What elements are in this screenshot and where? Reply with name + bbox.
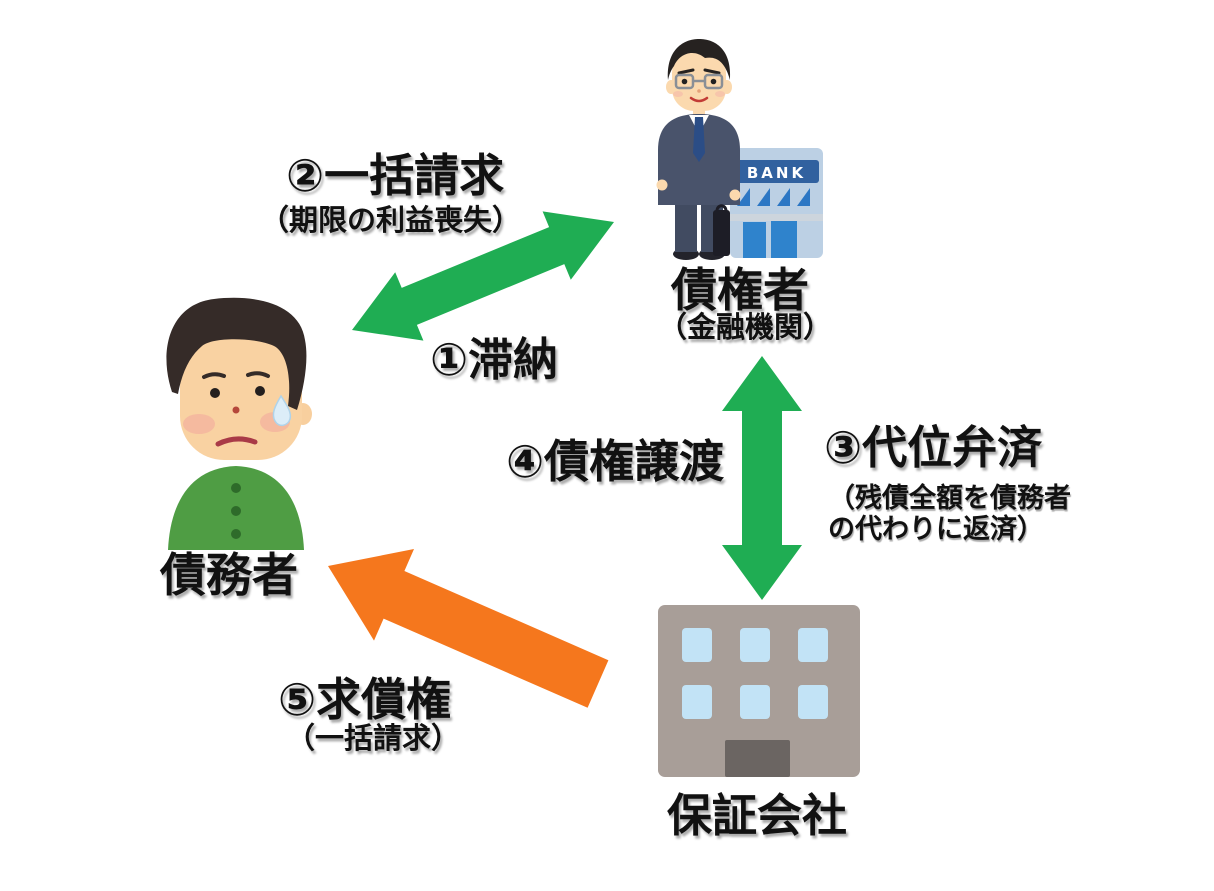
step4-label: ④債権譲渡 bbox=[506, 435, 725, 488]
step5-note: （一括請求） bbox=[286, 721, 461, 755]
crying-man-icon bbox=[166, 297, 312, 550]
step3-label: ③代位弁済 bbox=[824, 421, 1043, 474]
step3-note: （残債全額を債務者 の代わりに返済） bbox=[828, 483, 1071, 545]
banker-with-bank-icon: BANK bbox=[656, 39, 823, 260]
step3-note-line2: の代わりに返済） bbox=[828, 514, 1044, 545]
step3-note-line1: （残債全額を債務者 bbox=[828, 483, 1071, 514]
debtor-label: 債務者 bbox=[160, 548, 298, 602]
guarantor-label: 保証会社 bbox=[667, 789, 848, 842]
office-building-icon bbox=[658, 605, 860, 777]
arrow-delinquency-bulk-claim-icon bbox=[352, 211, 614, 341]
arrow-reimbursement-icon bbox=[328, 549, 609, 708]
step2-note: （期限の利益喪失） bbox=[260, 203, 522, 237]
bank-sign-text: BANK bbox=[747, 164, 806, 182]
step1-label: ①滞納 bbox=[430, 333, 559, 386]
creditor-label: 債権者 bbox=[671, 263, 809, 317]
step2-label: ②一括請求 bbox=[286, 149, 505, 202]
arrow-subrogation-assignment-icon bbox=[722, 356, 802, 600]
creditor-note: （金融機関） bbox=[658, 310, 833, 344]
step5-label: ⑤求償権 bbox=[278, 673, 452, 726]
